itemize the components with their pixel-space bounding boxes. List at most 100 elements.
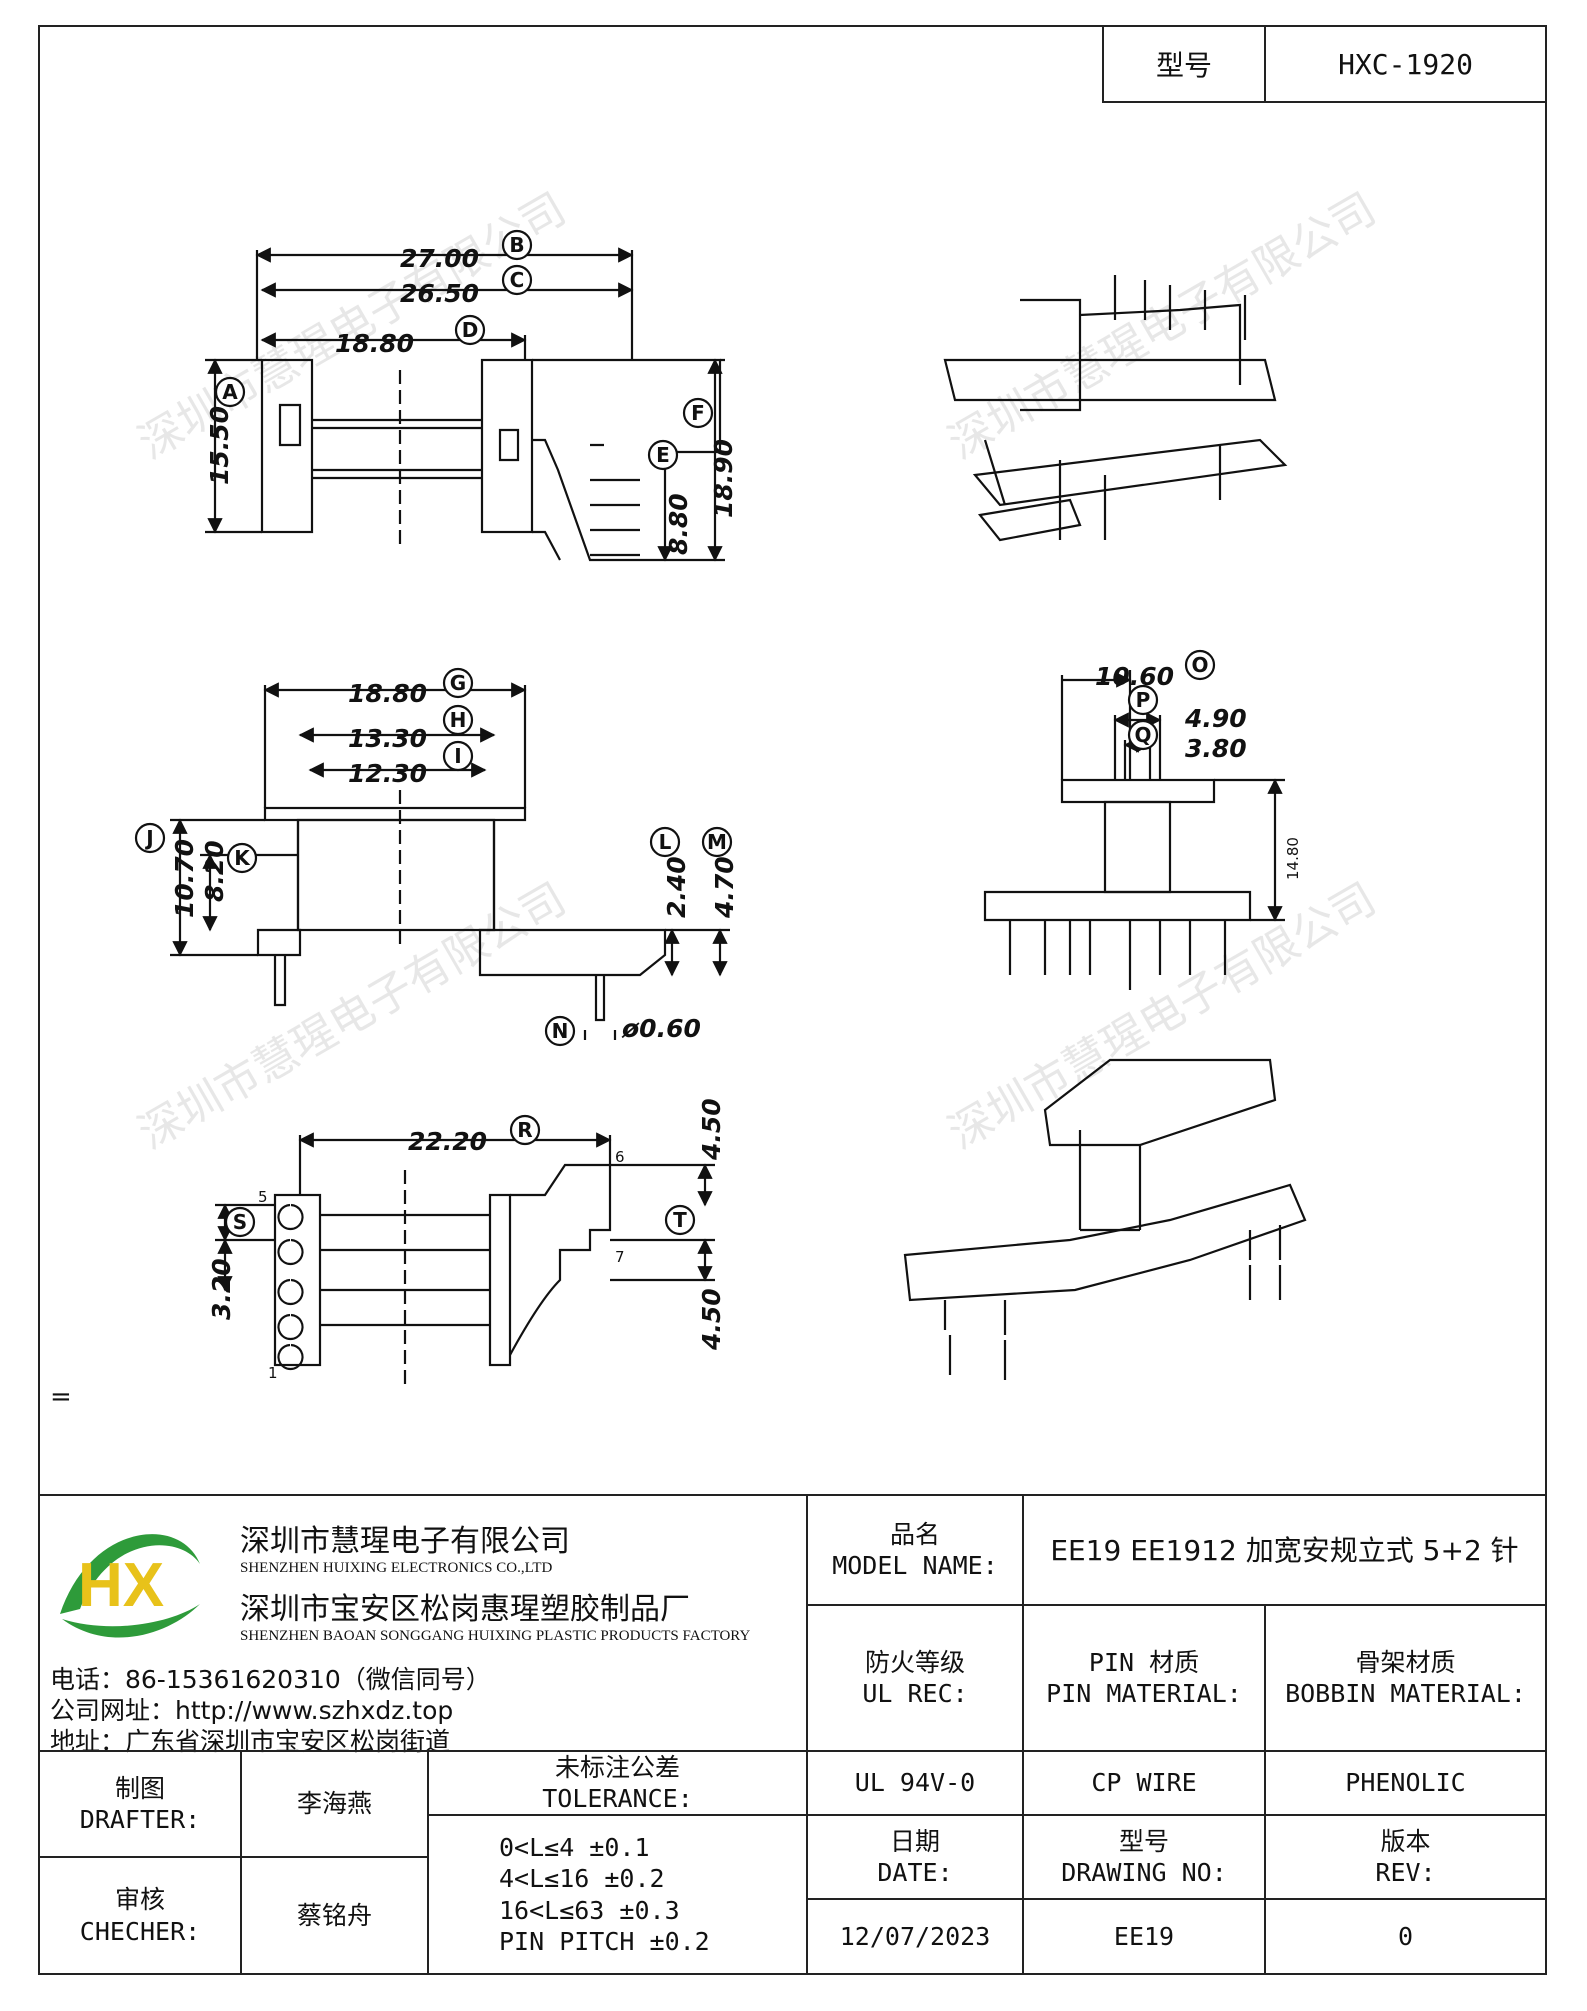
bobbin-material-label-en: BOBBIN MATERIAL: (1285, 1679, 1526, 1708)
pin-material-label-cn: PIN 材质 (1088, 1647, 1200, 1677)
dim-b: 27.00 (400, 244, 479, 273)
callout-c: C (501, 264, 533, 296)
pin-material-value: CP WIRE (1022, 1750, 1266, 1816)
pin-number-6: 6 (615, 1148, 625, 1166)
callout-letter: L (659, 830, 672, 854)
tolerance-values: 0<L≤4 ±0.1 4<L≤16 ±0.2 16<L≤63 ±0.3 PIN … (427, 1814, 808, 1975)
company-phone: 电话：86-15361620310（微信同号） (50, 1665, 491, 1694)
pin-material-label-en: PIN MATERIAL: (1046, 1679, 1242, 1708)
top-view (205, 247, 725, 562)
ul-value: UL 94V-0 (806, 1750, 1024, 1816)
ul-rec-label-cn: 防火等级 (864, 1647, 965, 1677)
dim-g: 18.80 (348, 679, 427, 708)
drafter-label-cn: 制图 (114, 1773, 165, 1803)
callout-letter: E (656, 443, 670, 467)
callout-letter: B (509, 233, 524, 257)
callout-h: H (442, 704, 474, 736)
callout-l: L (649, 826, 681, 858)
callout-e: E (647, 439, 679, 471)
callout-circle (647, 439, 679, 471)
callout-g: G (442, 667, 474, 699)
callout-t: T (664, 1204, 696, 1236)
callout-letter: R (517, 1118, 532, 1142)
tolerance-row: 0<L≤4 ±0.1 (499, 1833, 650, 1862)
pin-number-5: 5 (258, 1188, 268, 1206)
drafter-label-en: DRAFTER: (79, 1805, 201, 1834)
callout-p: P (1127, 684, 1159, 716)
callout-m: M (701, 826, 733, 858)
dim-a: 15.50 (205, 406, 234, 485)
callout-circle (664, 1204, 696, 1236)
dim-d: 18.80 (335, 329, 414, 358)
dim-o: 10.60 (1095, 662, 1174, 691)
stray-mark: = (50, 1382, 72, 1412)
dim-k: 8.20 (200, 840, 229, 902)
callout-letter: I (454, 744, 461, 768)
bottom-view (215, 1132, 715, 1385)
dim-q: 3.80 (1185, 734, 1247, 763)
callout-letter: S (233, 1210, 247, 1234)
callout-circle (224, 1206, 256, 1238)
callout-circle (544, 1015, 576, 1047)
dim-c: 26.50 (400, 279, 479, 308)
callout-letter: T (673, 1208, 687, 1232)
callout-circle (214, 376, 246, 408)
date-label-cn: 日期 (889, 1826, 940, 1856)
callout-circle (701, 826, 733, 858)
callout-k: K (226, 842, 258, 874)
date-label: 日期 DATE: (806, 1814, 1024, 1900)
side-view (170, 682, 730, 1040)
dim-i: 12.30 (348, 759, 427, 788)
watermark-4: 深圳市慧瑆电子有限公司 (940, 873, 1385, 1159)
drafter-label: 制图 DRAFTER: (38, 1750, 242, 1858)
date-label-en: DATE: (877, 1858, 953, 1887)
callout-circle (649, 826, 681, 858)
callout-circle (442, 704, 474, 736)
tolerance-row: 4<L≤16 ±0.2 (499, 1864, 665, 1894)
logo-letters: HX (78, 1551, 164, 1620)
drawing-no-value: EE19 (1022, 1898, 1266, 1975)
ul-rec-label: 防火等级 UL REC: (806, 1604, 1024, 1752)
checker-name: 蔡铭舟 (240, 1856, 429, 1975)
callout-letter: O (1191, 653, 1208, 677)
dim-r: 22.20 (408, 1127, 487, 1156)
company-website: 公司网址：http://www.szhxdz.top (50, 1696, 454, 1725)
callout-letter: A (222, 380, 238, 404)
callout-o: O (1184, 649, 1216, 681)
drawing-no-label-cn: 型号 (1118, 1826, 1169, 1856)
callout-i: I (442, 740, 474, 772)
callout-circle (509, 1114, 541, 1146)
watermark-2: 深圳市慧瑆电子有限公司 (940, 183, 1385, 469)
callout-n: N (544, 1015, 576, 1047)
rev-label-cn: 版本 (1380, 1826, 1431, 1856)
logo-swoosh-icon (60, 1534, 200, 1614)
drawing-no-label-en: DRAWING NO: (1061, 1858, 1227, 1887)
callout-letter: P (1136, 688, 1151, 712)
rev-value: 0 (1264, 1898, 1547, 1975)
callout-circle (682, 397, 714, 429)
model-name-label-en: MODEL NAME: (832, 1551, 998, 1580)
model-value: HXC-1920 (1338, 47, 1473, 81)
callout-circle (1127, 719, 1159, 751)
factory-name-en: SHENZHEN BAOAN SONGGANG HUIXING PLASTIC … (240, 1628, 751, 1644)
drafter-name: 李海燕 (240, 1750, 429, 1858)
callout-letter: C (510, 268, 525, 292)
callout-letter: Q (1134, 723, 1151, 747)
pin-number-1: 1 (268, 1364, 278, 1382)
bobbin-material-label: 骨架材质 BOBBIN MATERIAL: (1264, 1604, 1547, 1752)
dim-t-bottom: 4.50 (697, 1288, 726, 1351)
model-number-box: 型号 HXC-1920 (1102, 25, 1547, 103)
callout-circle (1184, 649, 1216, 681)
dim-n: ø0.60 (621, 1014, 701, 1043)
dim-f: 18.90 (709, 439, 738, 518)
date-value: 12/07/2023 (806, 1898, 1024, 1975)
title-block: HX 深圳市慧瑆电子有限公司 SHENZHEN HUIXING ELECTRON… (38, 1494, 1547, 1975)
callout-letter: J (144, 826, 153, 850)
callout-d: D (454, 314, 486, 346)
callout-b: B (501, 229, 533, 261)
isometric-view-bottom (903, 1058, 1307, 1380)
tolerance-label-en: TOLERANCE: (542, 1784, 693, 1813)
checker-label-cn: 审核 (114, 1885, 165, 1915)
tolerance-row: 16<L≤63 ±0.3 (499, 1895, 680, 1925)
rev-label: 版本 REV: (1264, 1814, 1547, 1900)
